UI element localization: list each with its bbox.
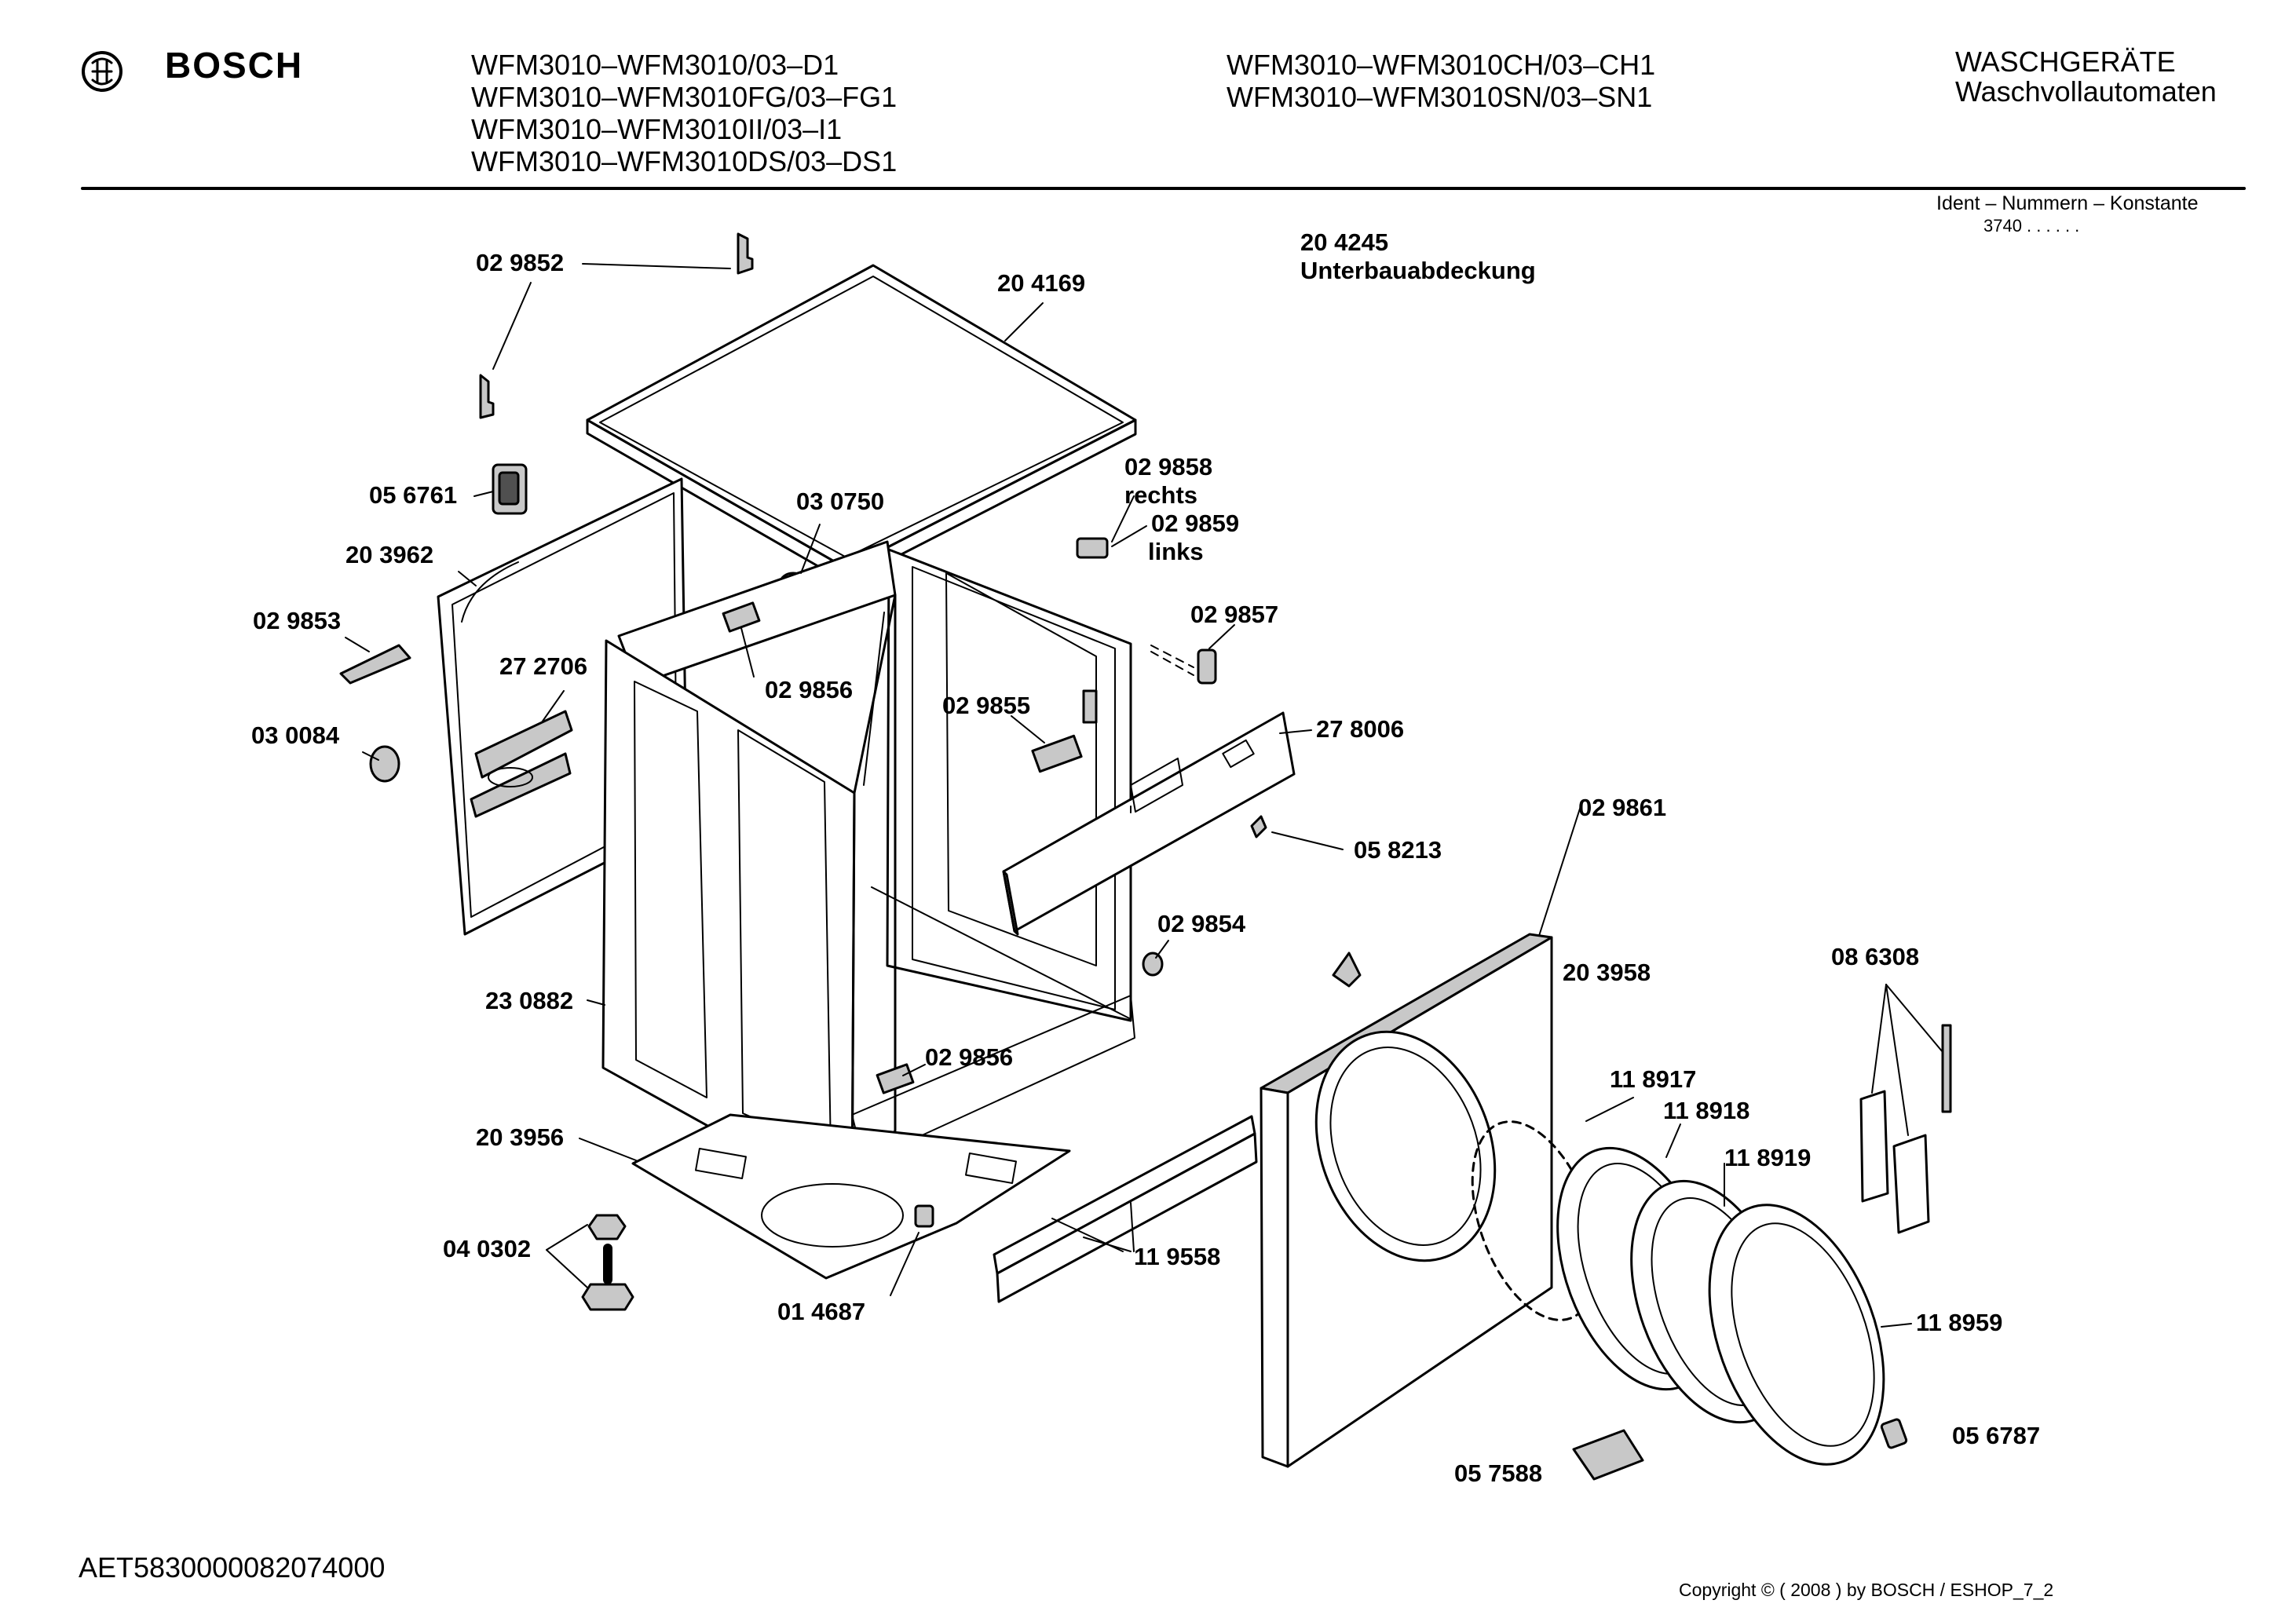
clip-part-right — [1150, 645, 1217, 685]
part-label-203956: 20 3956 — [476, 1123, 565, 1151]
document-id: AET5830000082074000 — [79, 1551, 386, 1584]
clip-part-top — [479, 232, 754, 419]
door-outer-ring-part — [1708, 1204, 1885, 1466]
note-part-number: 20 4245 — [1300, 228, 1389, 256]
front-panel — [1260, 933, 1553, 1468]
door-hinge-part — [1859, 1024, 1952, 1234]
part-label-272706: 27 2706 — [499, 652, 588, 680]
model-line-1: WFM3010–WFM3010/03–D1 — [471, 49, 839, 81]
clip-part-inner-bottom — [876, 1063, 915, 1094]
part-label-029856-top: 02 9856 — [765, 676, 854, 703]
adjustable-foot-part — [581, 1214, 634, 1311]
model-line-5: WFM3010–WFM3010CH/03–CH1 — [1227, 49, 1656, 81]
bracket-part-small — [1332, 952, 1362, 988]
part-label-029855: 02 9855 — [942, 692, 1031, 719]
part-label-086308: 08 6308 — [1831, 943, 1920, 970]
part-label-029852: 02 9852 — [476, 249, 565, 276]
kick-plate-strip — [993, 1115, 1258, 1303]
hinge-part — [492, 463, 528, 515]
part-label-119558: 11 9558 — [1134, 1243, 1221, 1270]
brand-name: BOSCH — [165, 45, 304, 86]
part-label-029856-bottom: 02 9856 — [925, 1043, 1014, 1071]
door-bracket-part — [1572, 1429, 1644, 1481]
part-label-040302: 04 0302 — [443, 1235, 532, 1262]
category-title: WASCHGERÄTE — [1955, 46, 2176, 78]
top-cover-part — [586, 264, 1137, 584]
model-line-2: WFM3010–WFM3010FG/03–FG1 — [471, 81, 898, 113]
part-label-204169: 20 4169 — [997, 269, 1086, 297]
part-label-118918: 11 8918 — [1663, 1097, 1750, 1124]
hinge-pin-part — [1076, 537, 1109, 559]
drum-support-part — [470, 710, 573, 818]
part-label-230882: 23 0882 — [485, 987, 574, 1014]
part-label-057588: 05 7588 — [1454, 1459, 1543, 1487]
latch-part-right — [1082, 689, 1098, 724]
part-label-056761: 05 6761 — [369, 481, 458, 509]
part-label-118919: 11 8919 — [1724, 1144, 1812, 1171]
clip-part-left — [339, 644, 411, 685]
part-label-rechts: rechts — [1124, 481, 1198, 509]
part-label-029853: 02 9853 — [253, 607, 342, 634]
bosch-armature-icon — [82, 51, 122, 92]
part-label-030084: 03 0084 — [251, 721, 340, 749]
retaining-clip-part — [1250, 815, 1267, 838]
clip-part-middle — [1031, 734, 1083, 773]
clip-part-inner-top — [722, 601, 761, 633]
part-label-056787: 05 6787 — [1952, 1422, 2041, 1449]
part-label-029858: 02 9858 — [1124, 453, 1213, 480]
control-panel-frame — [1002, 711, 1296, 936]
model-line-6: WFM3010–WFM3010SN/03–SN1 — [1227, 81, 1653, 113]
copyright-notice: Copyright © ( 2008 ) by BOSCH / ESHOP_7_… — [1679, 1580, 2054, 1600]
part-label-118917: 11 8917 — [1610, 1065, 1697, 1093]
part-label-118959: 11 8959 — [1916, 1309, 2003, 1336]
model-line-3: WFM3010–WFM3010II/03–I1 — [471, 113, 843, 145]
part-label-203958: 20 3958 — [1563, 959, 1651, 986]
bottom-cover-part — [631, 1113, 1071, 1280]
note-description: Unterbauabdeckung — [1300, 257, 1536, 284]
grommet-part — [1142, 952, 1164, 977]
part-label-029859: 02 9859 — [1151, 510, 1240, 537]
part-label-203962: 20 3962 — [345, 541, 434, 568]
lock-part — [1880, 1418, 1908, 1449]
part-label-014687: 01 4687 — [777, 1298, 866, 1325]
cap-part — [369, 745, 400, 783]
part-label-029857: 02 9857 — [1190, 601, 1279, 628]
leader-lines — [345, 263, 1943, 1328]
small-bracket-part — [914, 1204, 934, 1228]
part-label-030750: 03 0750 — [796, 488, 885, 515]
part-label-029854: 02 9854 — [1157, 910, 1246, 937]
ident-value: 3740 . . . . . . — [1983, 216, 2080, 236]
part-label-278006: 27 8006 — [1316, 715, 1405, 743]
part-label-links: links — [1148, 538, 1204, 565]
part-label-058213: 05 8213 — [1354, 836, 1442, 864]
category-subtitle: Waschvollautomaten — [1955, 75, 2217, 108]
model-line-4: WFM3010–WFM3010DS/03–DS1 — [471, 145, 898, 177]
ident-label: Ident – Nummern – Konstante — [1936, 192, 2199, 214]
part-label-029861: 02 9861 — [1578, 794, 1667, 821]
cabinet-housing — [601, 540, 1135, 1207]
